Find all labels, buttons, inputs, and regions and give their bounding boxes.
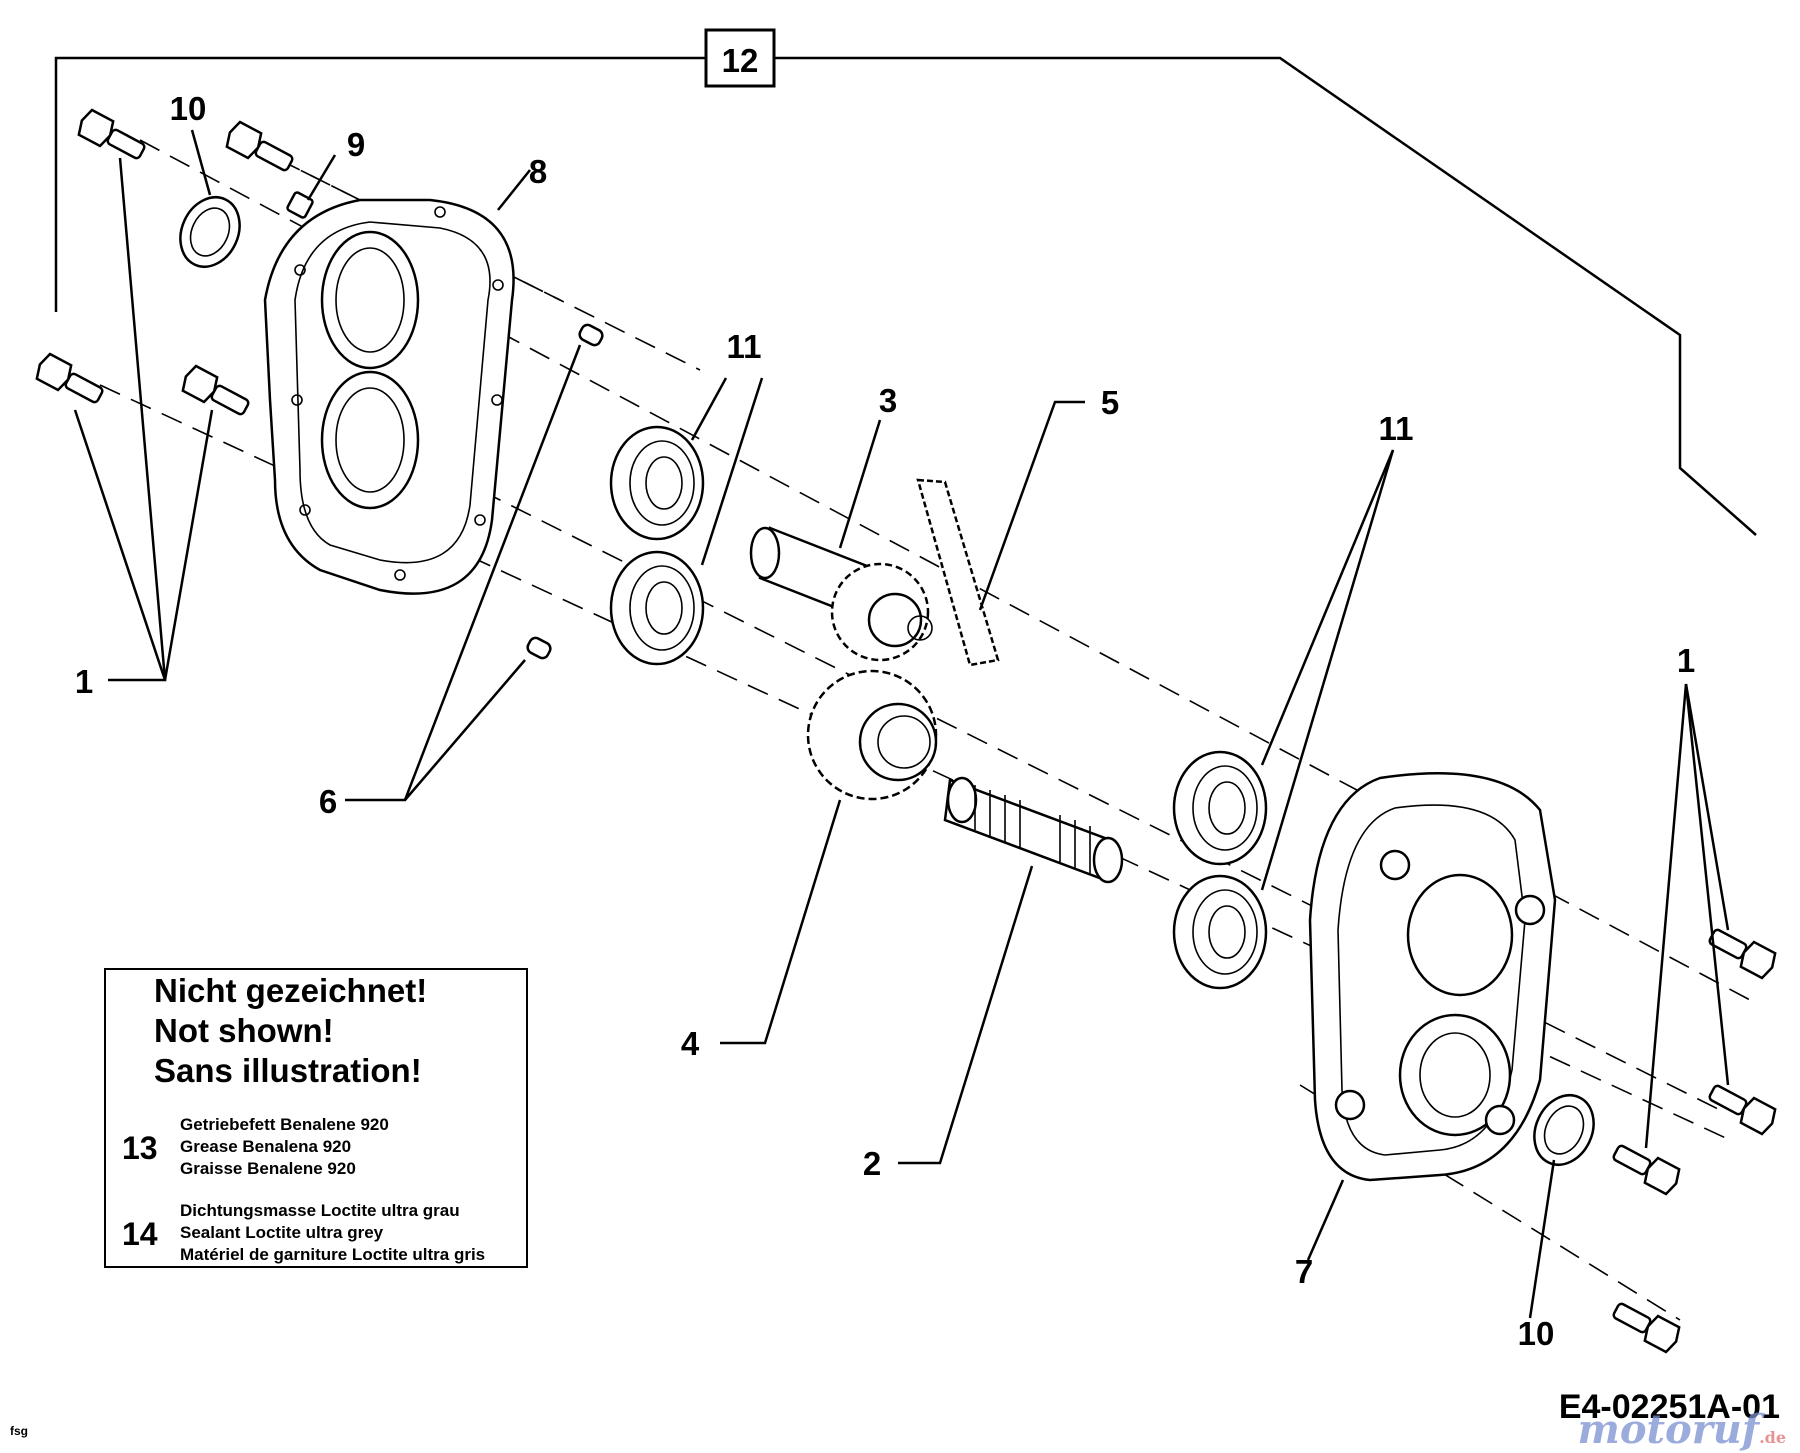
corner-code: fsg: [10, 1424, 28, 1438]
upper-shaft-sprocket: [749, 526, 933, 662]
legend-heading-de: Nicht gezeichnet!: [154, 972, 428, 1009]
dowel-pins: [526, 323, 604, 660]
bolt-group-right: [1612, 928, 1777, 1354]
legend-item-14-number: 14: [122, 1216, 158, 1252]
legend-heading-en: Not shown!: [154, 1012, 334, 1049]
callout-7: 7: [1295, 1253, 1313, 1290]
watermark-suffix: .de: [1759, 1428, 1786, 1447]
callout-8: 8: [529, 153, 547, 190]
callout-11-right: 11: [1379, 410, 1414, 447]
legend-item-13-line-en: Grease Benalena 920: [180, 1137, 352, 1156]
callout-10-top: 10: [170, 90, 207, 127]
callout-5: 5: [1101, 384, 1119, 421]
callout-2: 2: [863, 1145, 881, 1182]
leader-lines: [73, 129, 1730, 1319]
callout-12: 12: [722, 42, 759, 79]
assembly-bracket: 12: [54, 28, 1757, 536]
drive-chain: [916, 478, 1000, 667]
bolt-group-left: [35, 108, 314, 416]
bearing-pair-right: [1172, 750, 1268, 990]
callout-9: 9: [347, 126, 365, 163]
splined-shaft: [943, 776, 1124, 884]
callout-1-right: 1: [1677, 642, 1695, 679]
right-housing-cover: [1308, 772, 1557, 1182]
drawing-code: E4-02251A-01: [1558, 1388, 1780, 1426]
callout-4: 4: [681, 1025, 700, 1062]
legend-item-14-line-fr: Matériel de garniture Loctite ultra gris: [180, 1245, 486, 1264]
legend-item-13-line-fr: Graisse Benalene 920: [180, 1159, 356, 1178]
bearing-pair-left: [609, 425, 705, 666]
legend-item-14-line-de: Dichtungsmasse Loctite ultra grau: [180, 1201, 460, 1220]
seal-ring-top: [179, 196, 241, 268]
callout-6: 6: [319, 783, 337, 820]
watermark-logo: motoruf.de: [1578, 1406, 1786, 1453]
callout-11-left: 11: [727, 328, 762, 365]
not-shown-legend: Nicht gezeichnet! Not shown! Sans illust…: [104, 968, 528, 1268]
legend-item-14-line-en: Sealant Loctite ultra grey: [180, 1223, 384, 1242]
watermark-text: motoruf: [1577, 1406, 1760, 1453]
callout-3: 3: [879, 382, 897, 419]
legend-item-13-number: 13: [122, 1130, 158, 1166]
callout-1-left: 1: [75, 663, 93, 700]
callout-10-bottom: 10: [1518, 1315, 1555, 1352]
legend-heading-fr: Sans illustration!: [154, 1052, 422, 1089]
seal-ring-bottom: [1533, 1094, 1595, 1166]
left-housing-cover: [263, 198, 515, 595]
lower-sprocket: [806, 669, 938, 801]
legend-item-13-line-de: Getriebefett Benalene 920: [180, 1115, 389, 1134]
